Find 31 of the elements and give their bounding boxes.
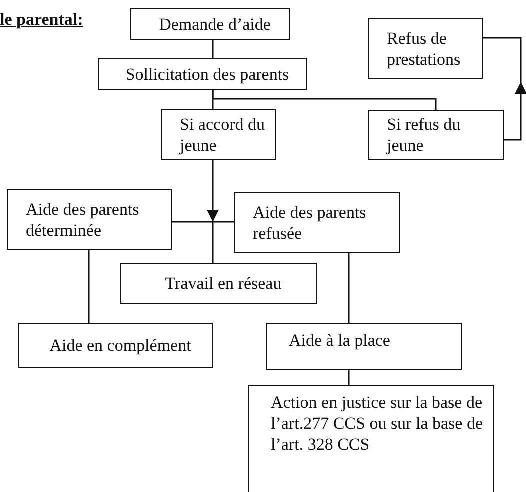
- box-label: Demande d’aide: [159, 14, 271, 34]
- box-label: Sollicitation des parents: [126, 64, 290, 84]
- process-box: [18, 323, 213, 368]
- box-label: Aide en complément: [50, 335, 192, 356]
- process-box: [368, 18, 483, 79]
- process-box: [266, 323, 462, 370]
- arrow: [207, 160, 219, 263]
- box-label: Aide des parents refusée: [253, 202, 368, 244]
- connector-line: [212, 90, 437, 110]
- process-box: [120, 263, 317, 304]
- process-box: [98, 58, 307, 90]
- box-label: Aide à la place: [289, 330, 390, 351]
- connector-line: [348, 253, 350, 323]
- process-box: [161, 109, 276, 160]
- connector-line: [88, 250, 90, 323]
- process-box: [130, 8, 290, 40]
- process-box: [248, 385, 494, 492]
- box-label: Refus de prestations: [387, 28, 462, 70]
- heading: le parental:: [0, 10, 84, 30]
- process-box: [368, 110, 504, 160]
- connector-line: [212, 40, 214, 58]
- process-box: [234, 192, 400, 253]
- process-box: [7, 189, 172, 250]
- box-label: Aide des parents déterminée: [26, 198, 140, 240]
- connector-line: [348, 370, 350, 385]
- box-label: Si accord du jeune: [180, 114, 266, 156]
- box-label: Travail en réseau: [165, 273, 282, 294]
- connector-line: [172, 221, 234, 223]
- box-label: Si refus du jeune: [387, 114, 462, 156]
- arrow: [483, 37, 526, 141]
- box-label: Action en justice sur la base de l’art.277 CCS ou sur la base de l’art. 328 CCS: [271, 392, 484, 455]
